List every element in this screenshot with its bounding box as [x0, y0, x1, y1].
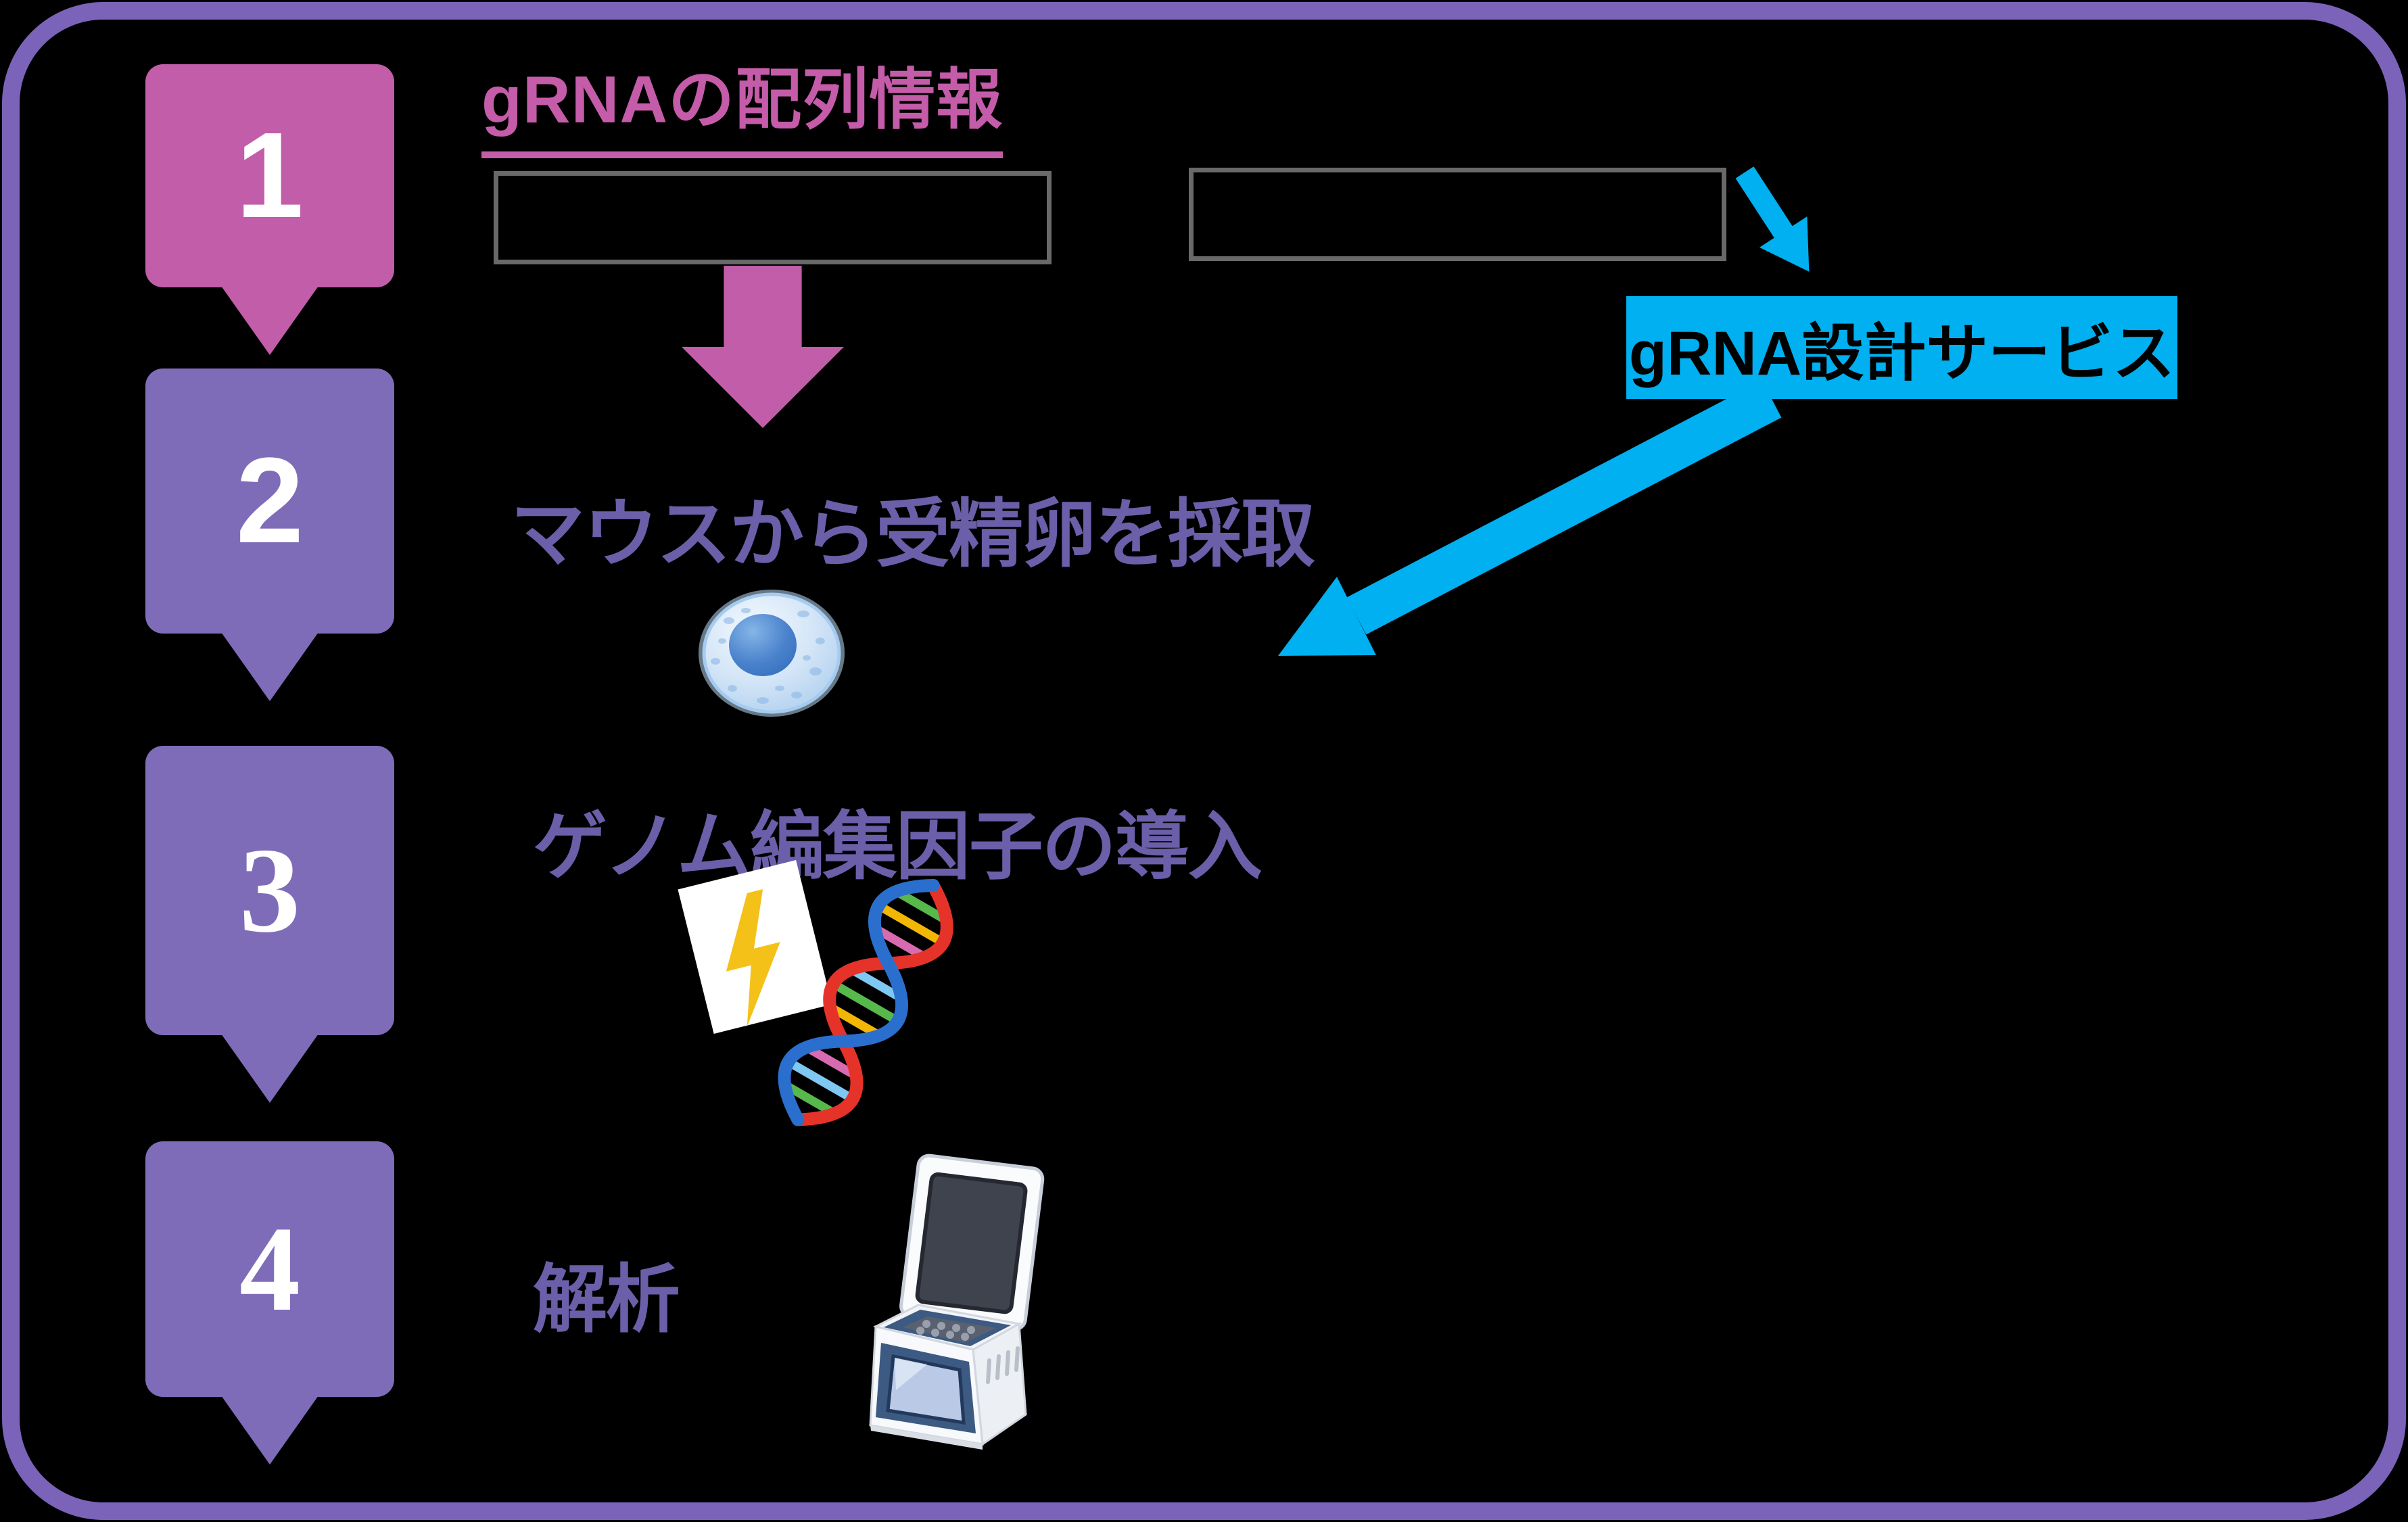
- electroporation-flash-icon: [678, 859, 832, 1034]
- pcr-machine-icon: [869, 1154, 1045, 1450]
- arrow-from-service-icon: [1278, 380, 1782, 656]
- grna-design-service-label: gRNA設計サービス: [1628, 318, 2175, 388]
- step-bubble-4: 4: [145, 1141, 394, 1465]
- step-number-4: 4: [239, 1202, 300, 1336]
- step3-label: ゲノム編集因子の導入: [533, 805, 1262, 888]
- step4-label: 解析: [533, 1258, 680, 1341]
- step-bubble-2: 2: [145, 368, 394, 701]
- step1-title: gRNAの配列情報: [481, 46, 1004, 158]
- arrow-to-service-icon: [1735, 166, 1810, 272]
- step2-label: マウスから受精卵を採取: [511, 493, 1315, 576]
- step-number-1: 1: [235, 108, 304, 243]
- step-number-3: 3: [239, 823, 300, 957]
- step-number-2: 2: [235, 433, 304, 569]
- dna-helix-icon: [778, 878, 953, 1126]
- sequence-box-1: [494, 171, 1052, 264]
- grna-design-service-badge: gRNA設計サービス: [1626, 296, 2177, 399]
- sequence-box-2: [1189, 168, 1726, 261]
- step-bubble-1: 1: [145, 64, 394, 355]
- fertilized-egg-cell-icon: [699, 590, 845, 717]
- step-bubble-3: 3: [145, 746, 394, 1103]
